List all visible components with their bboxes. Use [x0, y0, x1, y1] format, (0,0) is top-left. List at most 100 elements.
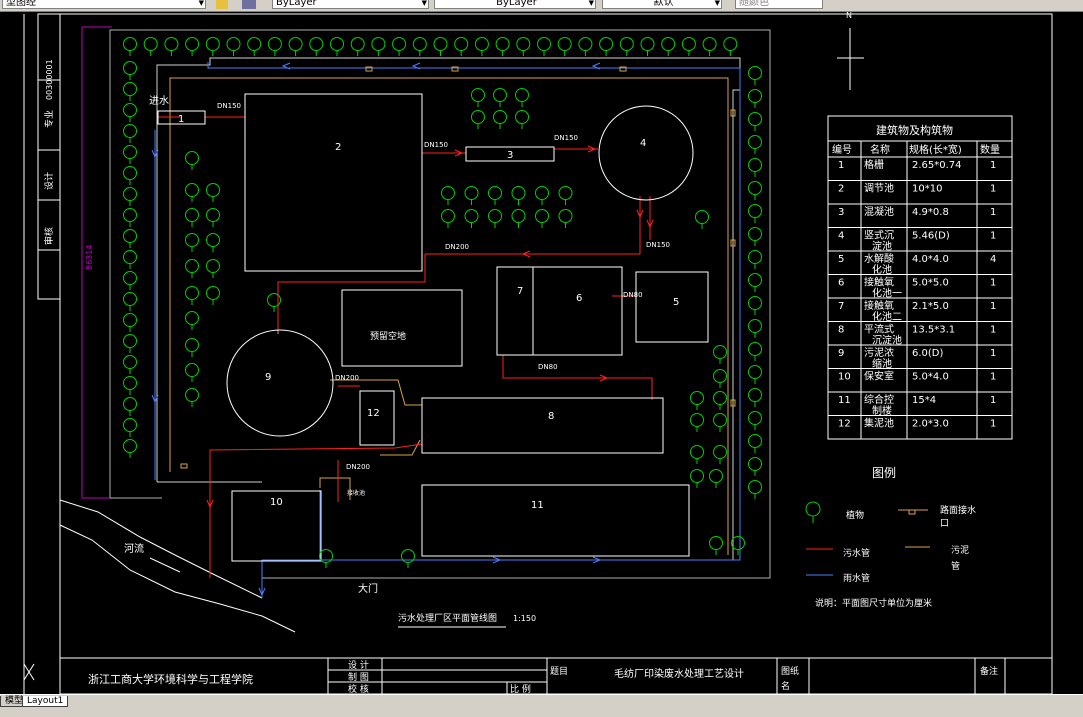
tree-icon — [748, 296, 762, 310]
tree-icon — [205, 37, 220, 51]
table-cell: 综合控 — [864, 393, 894, 406]
table-cell: 6.0(D) — [912, 348, 944, 359]
tree-icon — [464, 209, 479, 223]
plotstyle-dropdown[interactable]: 随颜色 — [735, 0, 823, 9]
side-label-c: 审核 — [43, 227, 55, 245]
tree-icon — [185, 37, 200, 51]
table-header-name: 名称 — [870, 143, 890, 156]
tree-icon — [309, 37, 324, 51]
structure-4-sedimentation — [598, 105, 694, 201]
color-dropdown[interactable]: 默认 ▼ — [602, 0, 722, 9]
tree-icon — [185, 151, 199, 165]
tree-icon — [123, 61, 137, 75]
tree-icon — [206, 286, 220, 300]
tree-icon — [247, 37, 262, 51]
tree-icon — [599, 37, 614, 51]
tree-icon — [511, 209, 526, 223]
structure-label: 5 — [673, 297, 679, 308]
table-cell: 1 — [990, 184, 996, 195]
structure-9-thickener — [226, 329, 334, 437]
tree-icon — [185, 233, 199, 247]
structure-label: 8 — [548, 411, 554, 422]
pipe-size-label: DN150 — [424, 141, 448, 149]
pipe-size-label: DN150 — [646, 241, 670, 249]
table-cell: 竖式沉 — [864, 229, 894, 242]
table-cell: 混凝池 — [864, 205, 894, 218]
river-label: 河流 — [124, 542, 144, 555]
reserved-label: 预留空地 — [370, 330, 406, 342]
tb-ratio: 比 例 — [510, 683, 531, 694]
tree-icon — [164, 37, 179, 51]
layer-tool-icon[interactable] — [242, 0, 256, 9]
legend-sewage: 污水管 — [843, 547, 870, 559]
table-cell: 4 — [838, 231, 844, 242]
tree-icon — [723, 37, 738, 51]
tb-check: 校 核 — [348, 683, 369, 694]
rain-pipe-arrows — [151, 62, 602, 597]
trees — [123, 37, 762, 568]
tree-icon — [350, 37, 365, 51]
tree-icon — [185, 363, 199, 377]
table-title: 建筑物及构筑物 — [876, 123, 953, 137]
side-number: 00300001 — [45, 59, 54, 100]
tree-icon — [558, 209, 573, 223]
tree-icon — [330, 37, 344, 51]
table-cell: 格栅 — [864, 158, 884, 171]
table-cell: 化池一 — [872, 287, 902, 300]
tree-icon — [748, 66, 762, 80]
tab-layout1[interactable]: Layout1 — [22, 696, 69, 707]
layer-dropdown[interactable]: 型图经 ▼ — [2, 0, 206, 9]
table-cell: 1 — [838, 160, 844, 171]
layout-tabs-bar: 模型 Layout1 — [0, 694, 1083, 717]
structure-label: 6 — [576, 293, 582, 304]
linetype-dropdown[interactable]: ByLayer ▼ — [272, 0, 429, 9]
tb-draw: 制 图 — [348, 671, 369, 683]
tree-icon — [412, 37, 427, 51]
table-cell: 2.65*0.74 — [912, 160, 962, 171]
table-cell: 9 — [838, 348, 844, 359]
structures — [157, 93, 709, 562]
table-cell: 10*10 — [912, 184, 942, 195]
legend-sludge-2: 管 — [951, 560, 960, 572]
legend-road-drain: 路面接水 — [940, 504, 976, 516]
tree-icon — [713, 369, 727, 383]
pipe-size-label: DN150 — [217, 102, 241, 110]
legend-tree-icon — [805, 501, 821, 523]
layer-state-icon[interactable] — [216, 0, 228, 9]
drain-marks — [180, 66, 736, 469]
lineweight-dropdown[interactable]: ByLayer ▼ — [434, 0, 596, 9]
tree-icon — [748, 319, 762, 333]
tree-icon — [454, 37, 469, 51]
tab-model-label: 模型 — [5, 696, 24, 706]
table-cell: 缩池 — [872, 357, 892, 370]
table-cell: 制楼 — [872, 404, 892, 417]
tree-icon — [267, 37, 282, 51]
structure-label: 11 — [531, 500, 544, 511]
table-cell: 6 — [838, 278, 844, 289]
chevron-down-icon: ▼ — [198, 0, 204, 7]
chevron-down-icon: ▼ — [588, 0, 594, 7]
tree-icon — [123, 313, 137, 327]
legend-drain-icon — [898, 509, 928, 515]
tree-icon — [557, 37, 572, 51]
table-cell: 沉淀池 — [872, 334, 902, 347]
table-cell: 化池二 — [872, 310, 902, 323]
table-cell: 1 — [990, 231, 996, 242]
tree-icon — [709, 536, 723, 550]
tree-icon — [471, 88, 485, 102]
tree-icon — [123, 208, 137, 222]
tree-icon — [123, 439, 137, 453]
pipe-size-label: DN200 — [445, 243, 469, 251]
structure-label: 3 — [507, 150, 513, 161]
table-cell: 平流式 — [864, 323, 894, 336]
reserved-land — [341, 289, 463, 367]
tree-icon — [493, 110, 507, 124]
tree-icon — [619, 37, 634, 51]
tree-icon — [709, 469, 723, 483]
legend-rain: 雨水管 — [843, 572, 870, 584]
structure-8-clarifier — [421, 397, 664, 454]
tree-icon — [535, 186, 549, 200]
drawing-canvas[interactable]: 专业 00300001 设计 审核 86314 N — [0, 12, 1083, 694]
tree-icon — [748, 89, 762, 103]
